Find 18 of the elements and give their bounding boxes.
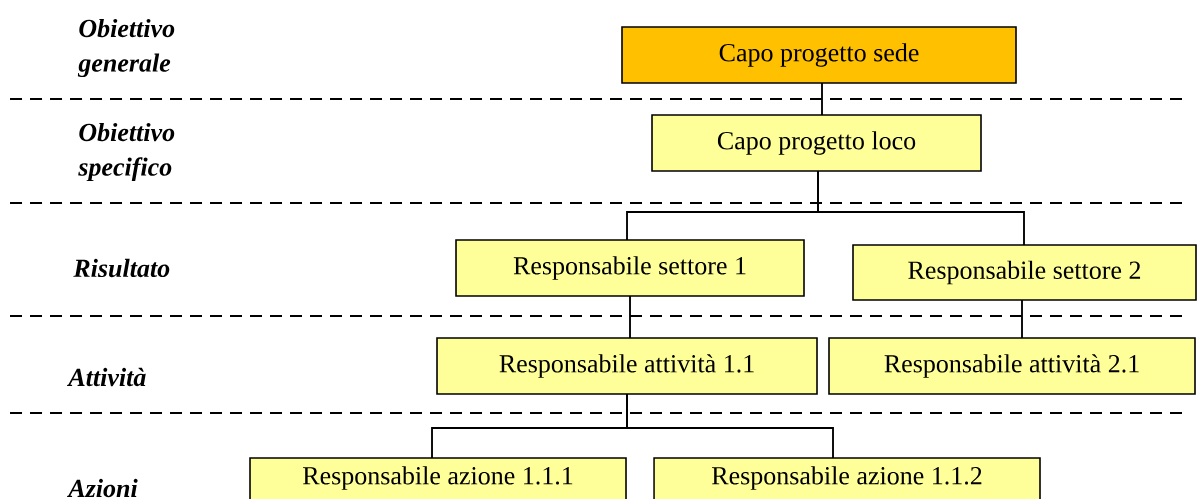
role-box: Responsabile attività 1.1 bbox=[436, 337, 818, 395]
role-box: Capo progetto loco bbox=[651, 114, 982, 172]
role-box: Responsabile settore 2 bbox=[852, 244, 1197, 301]
connector-line bbox=[626, 393, 834, 459]
connector-line bbox=[817, 170, 1025, 246]
level-label: Obiettivo generale bbox=[77, 18, 175, 78]
level-label: Obiettivo specifico bbox=[78, 122, 175, 182]
role-box: Capo progetto sede bbox=[621, 26, 1017, 84]
connector-line bbox=[629, 295, 631, 339]
level-label: Attività bbox=[67, 367, 146, 387]
role-box: Responsabile settore 1 bbox=[455, 239, 805, 297]
role-box: Responsabile azione 1.1.1 bbox=[249, 457, 627, 499]
connector-line bbox=[821, 82, 823, 116]
role-box: Responsabile attività 2.1 bbox=[828, 337, 1196, 395]
role-box: Responsabile azione 1.1.2 bbox=[653, 457, 1041, 499]
level-label: Risultato bbox=[73, 258, 170, 278]
connector-line bbox=[1021, 299, 1023, 339]
level-label: Azioni bbox=[67, 478, 138, 498]
